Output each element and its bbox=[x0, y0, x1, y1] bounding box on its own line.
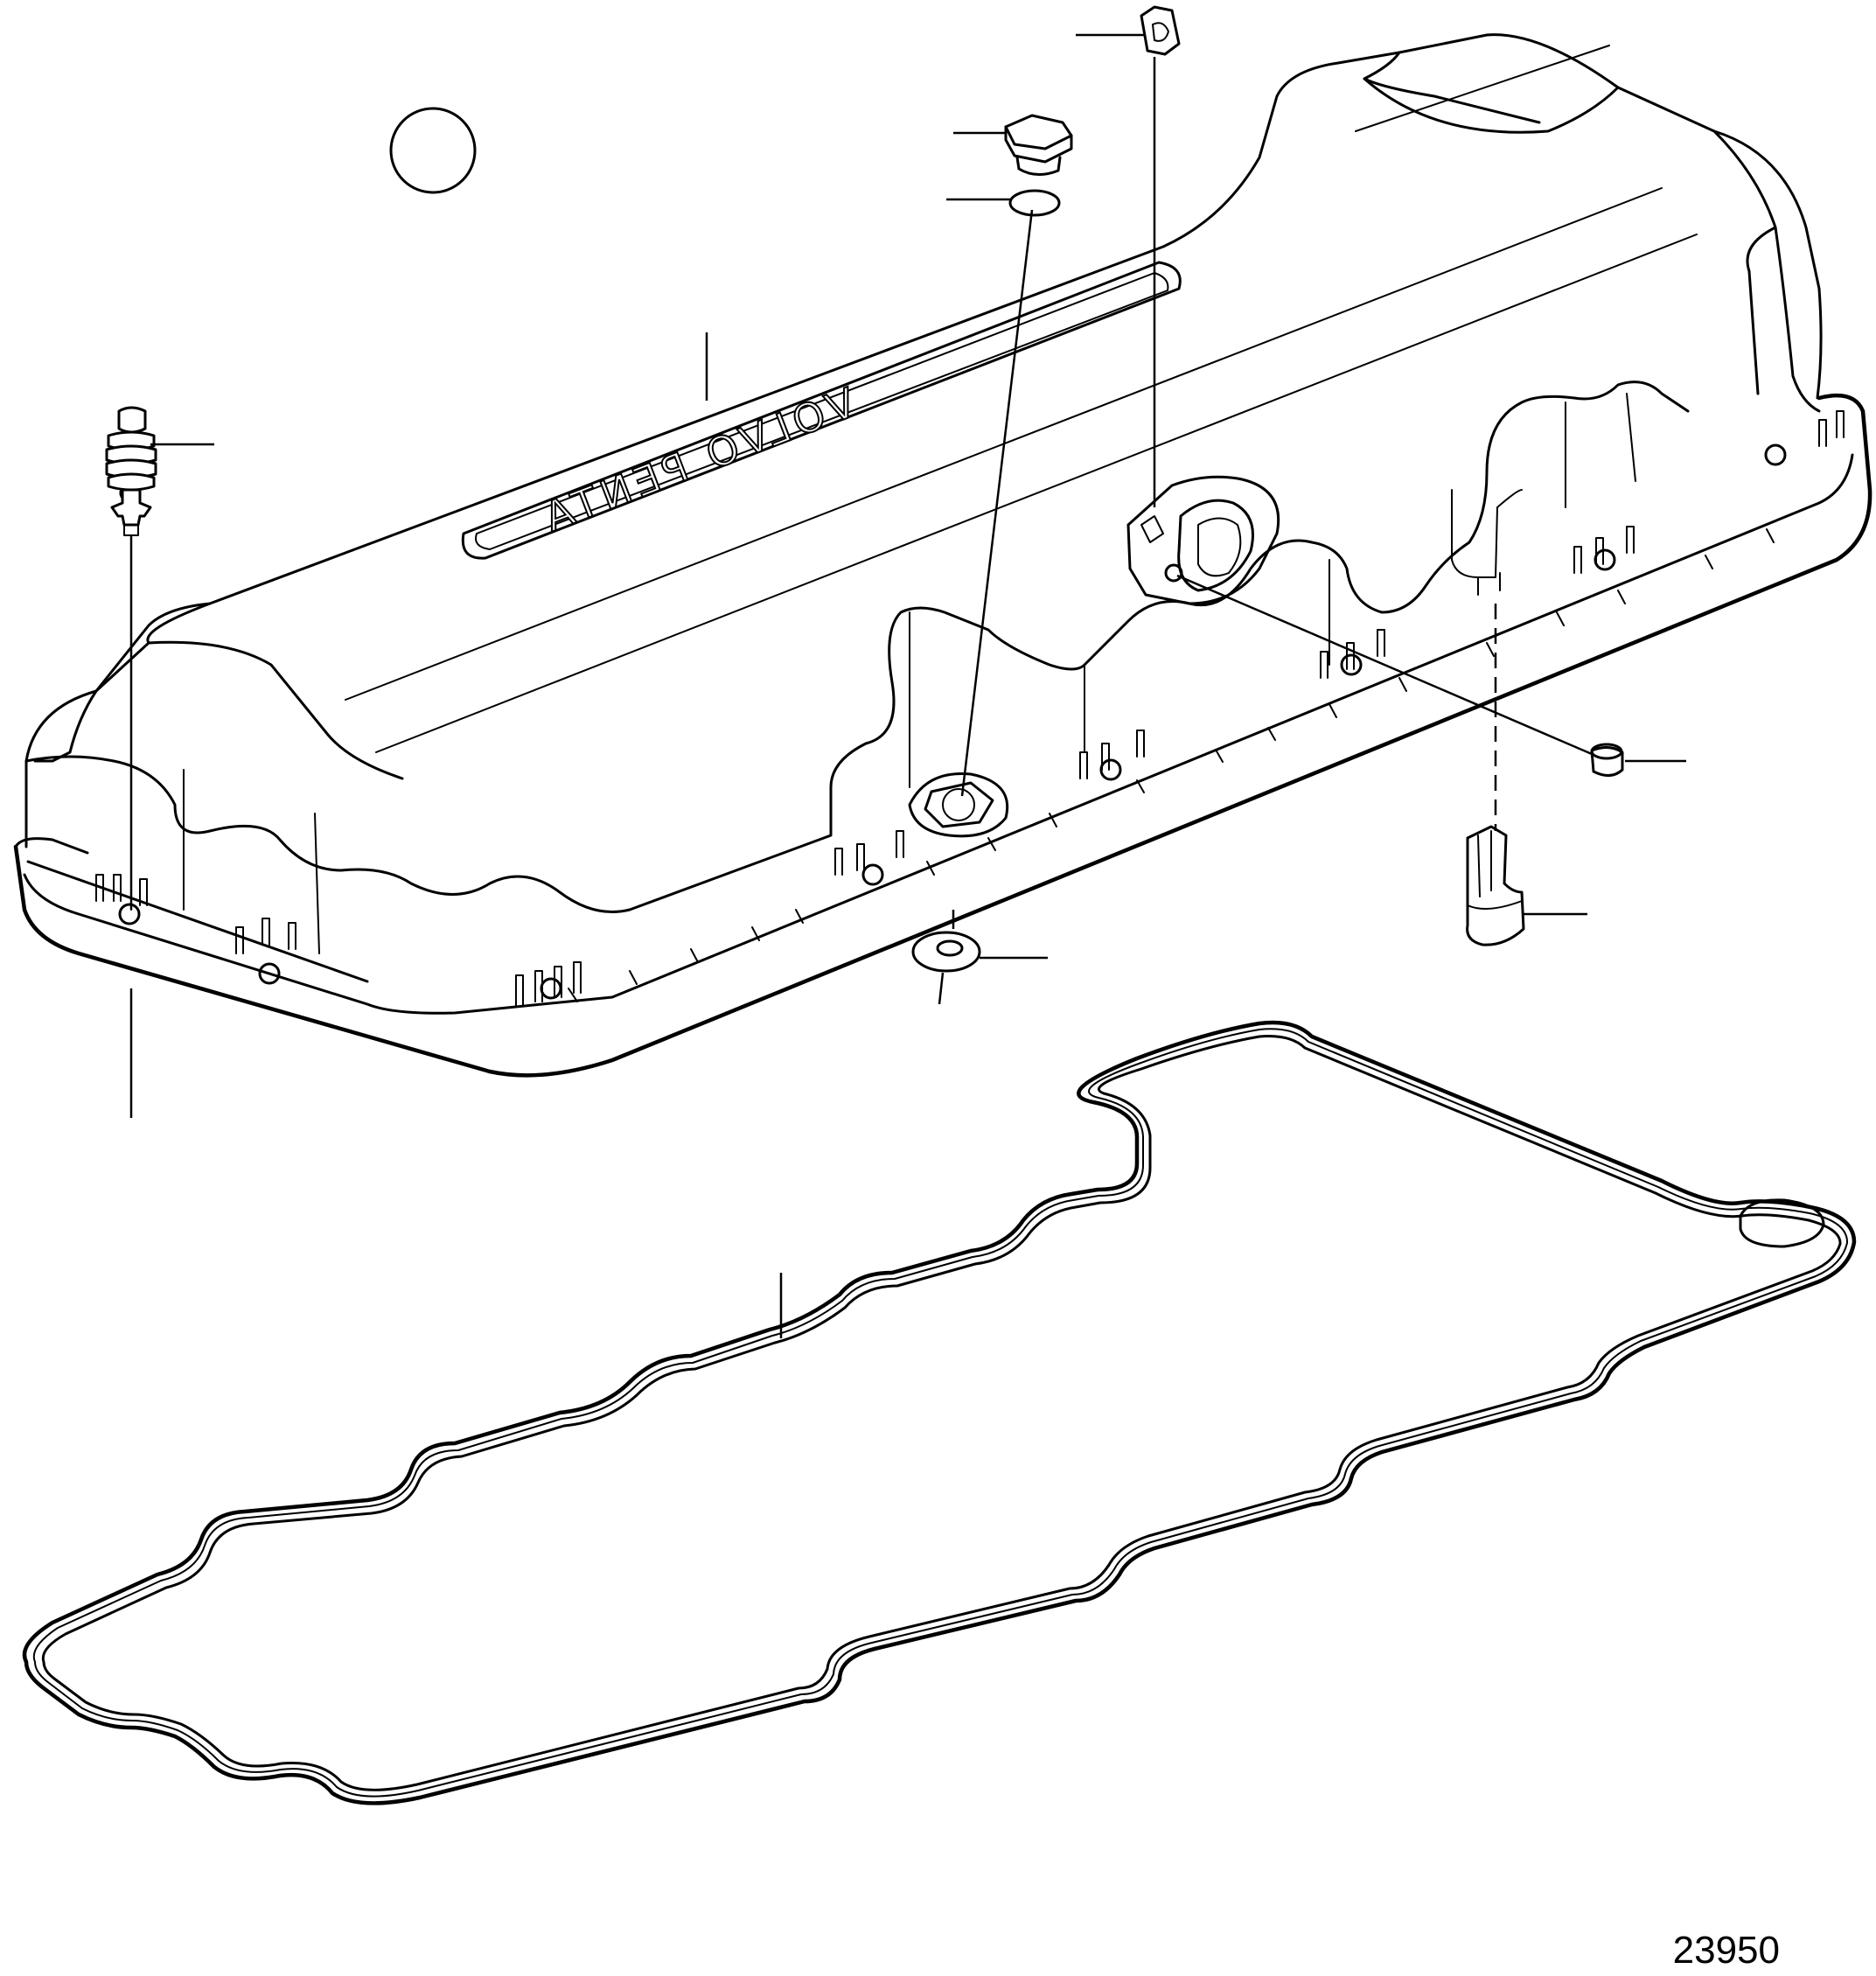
o-ring bbox=[1008, 189, 1061, 217]
washer bbox=[911, 931, 981, 973]
sleeve bbox=[1590, 743, 1624, 777]
mounting-bolt bbox=[105, 406, 157, 536]
leader-lines bbox=[129, 33, 1686, 1338]
valve-cover-gasket bbox=[22, 1020, 1857, 1805]
figure-number: 23950 bbox=[1672, 1929, 1780, 1972]
valve-cover: VOLVO PENTA bbox=[13, 33, 1873, 1078]
clip-top bbox=[1140, 5, 1181, 56]
breather-bracket bbox=[1466, 825, 1525, 946]
index-circle bbox=[389, 107, 477, 194]
oil-filler-cap bbox=[1004, 114, 1073, 176]
